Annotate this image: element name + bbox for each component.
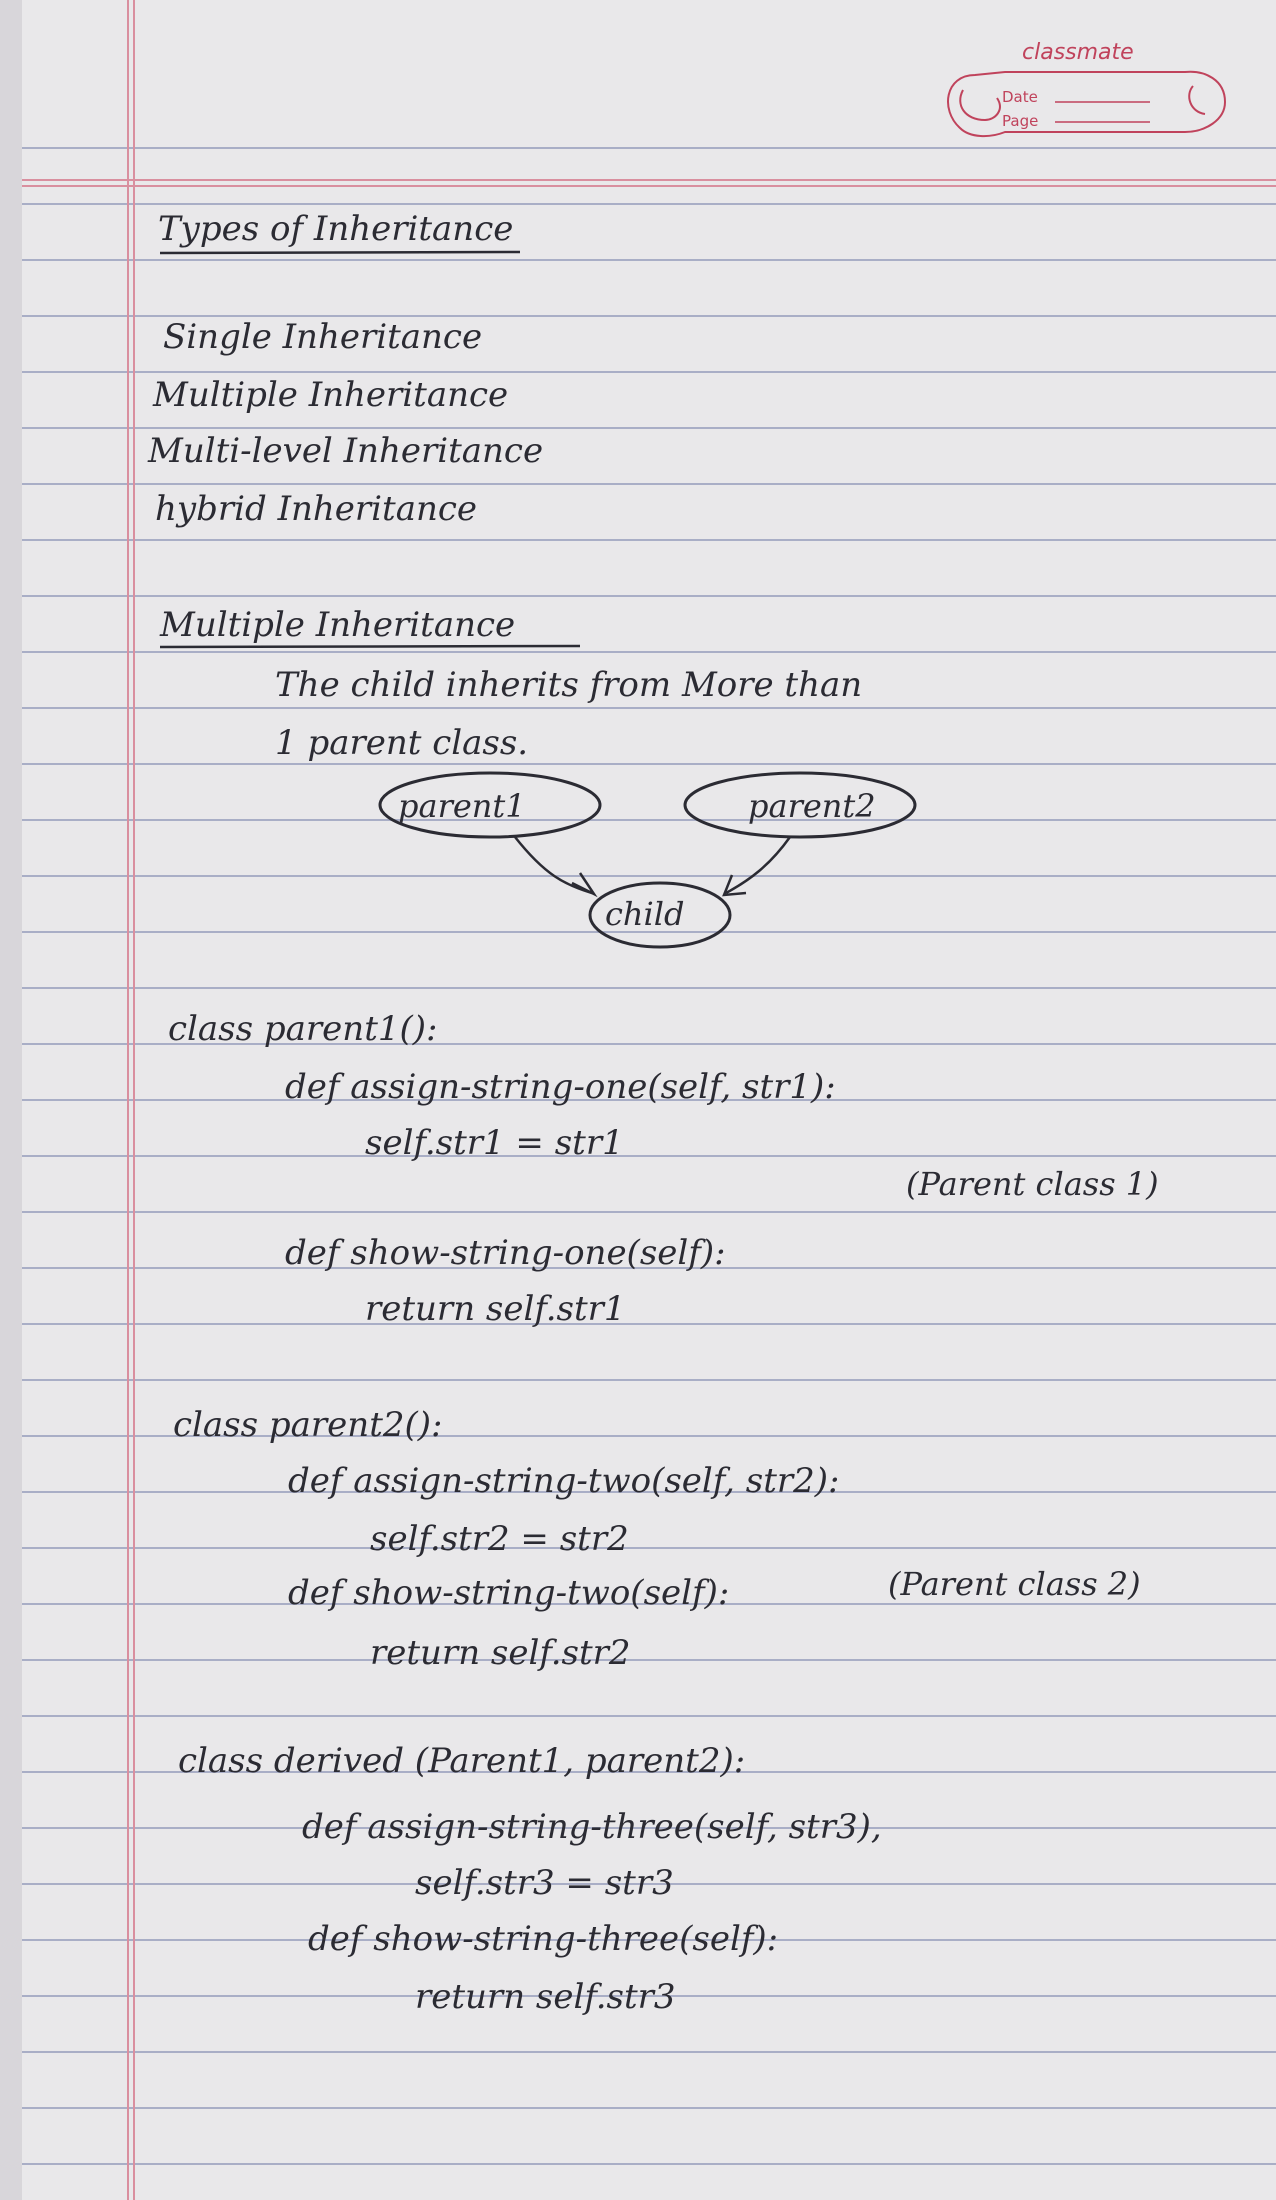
- parent2-node: [683, 771, 917, 839]
- code-class2-header: class parent2():: [173, 1405, 443, 1445]
- arrow-parent1-to-child: [514, 836, 593, 895]
- brand-name: classmate: [1022, 40, 1134, 65]
- code-class1-line4: return self.str1: [365, 1289, 626, 1329]
- arrow-parent2-to-child: [725, 836, 792, 895]
- diagram-label-child: child: [605, 895, 685, 933]
- code-class2-line2: self.str2 = str2: [370, 1519, 629, 1559]
- definition-line-2: 1 parent class.: [275, 723, 529, 763]
- type-item-single: Single Inheritance: [163, 317, 483, 357]
- inheritance-diagram: [378, 771, 917, 949]
- code-class2-note: (Parent class 2): [888, 1565, 1141, 1603]
- code-class1-note: (Parent class 1): [906, 1165, 1159, 1203]
- code-class3-header: class derived (Parent1, parent2):: [178, 1741, 746, 1781]
- page-label: Page: [1002, 112, 1039, 130]
- code-class3-line1: def assign-string-three(self, str3),: [302, 1807, 882, 1847]
- diagram-label-parent1: parent1: [398, 787, 526, 825]
- code-class2-line4: return self.str2: [370, 1633, 631, 1673]
- arrowhead-parent2: [722, 874, 747, 897]
- definition-line-1: The child inherits from More than: [275, 665, 863, 705]
- child-node: [588, 881, 732, 949]
- type-item-multiple: Multiple Inheritance: [153, 375, 509, 415]
- heading-underline: [160, 250, 521, 255]
- section-heading: Multiple Inheritance: [160, 605, 516, 645]
- arrowhead-parent1: [571, 872, 598, 898]
- type-item-hybrid: hybrid Inheritance: [155, 489, 478, 529]
- section-underline: [160, 644, 581, 649]
- parent1-node: [378, 771, 602, 839]
- code-class1-line2: self.str1 = str1: [365, 1123, 624, 1163]
- code-class1-header: class parent1():: [168, 1009, 438, 1049]
- page-heading: Types of Inheritance: [158, 209, 514, 249]
- code-class3-line4: return self.str3: [415, 1977, 676, 2017]
- code-class3-line2: self.str3 = str3: [415, 1863, 674, 1903]
- type-item-multilevel: Multi-level Inheritance: [148, 431, 544, 471]
- date-label: Date: [1002, 88, 1038, 106]
- code-class3-line3: def show-string-three(self):: [308, 1919, 779, 1959]
- code-class2-line1: def assign-string-two(self, str2):: [288, 1461, 840, 1501]
- brand-banner-icon: [947, 70, 1227, 138]
- diagram-label-parent2: parent2: [748, 787, 876, 825]
- rule-lines: [0, 147, 1276, 2165]
- code-class1-line1: def assign-string-one(self, str1):: [285, 1067, 836, 1107]
- code-class2-line3: def show-string-two(self):: [288, 1573, 730, 1613]
- binding-shadow: [0, 0, 22, 2200]
- code-class1-line3: def show-string-one(self):: [285, 1233, 726, 1273]
